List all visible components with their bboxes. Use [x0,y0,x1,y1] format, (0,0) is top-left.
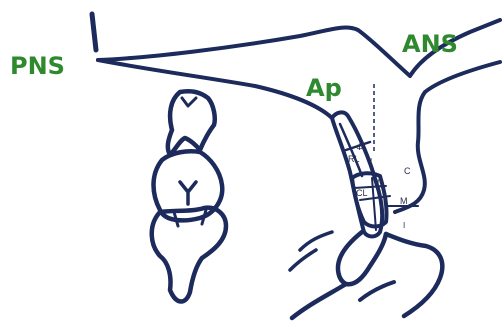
lower-incisor [338,232,386,284]
ans-label: ANS [402,30,458,58]
i-upper-label: I [370,157,372,166]
pns-spike [92,14,96,50]
m-label: M [400,196,408,206]
mandible-contour [292,234,442,318]
anterior-maxilla-profile [395,62,500,212]
d-label: D [377,178,384,188]
rl-label: RL [348,154,360,164]
ap-label: Ap [306,74,342,102]
lingual-contour [290,232,332,270]
cl-label: CL [356,188,368,198]
molar-furcation-y [180,182,196,204]
pns-label: PNS [10,52,65,80]
upper-molar-cusp-detail [182,98,196,106]
i-lower-label: I [403,221,405,230]
phi-label: Φ [356,142,363,152]
c-label: C [404,166,411,176]
lower-lip-contour [360,282,394,300]
